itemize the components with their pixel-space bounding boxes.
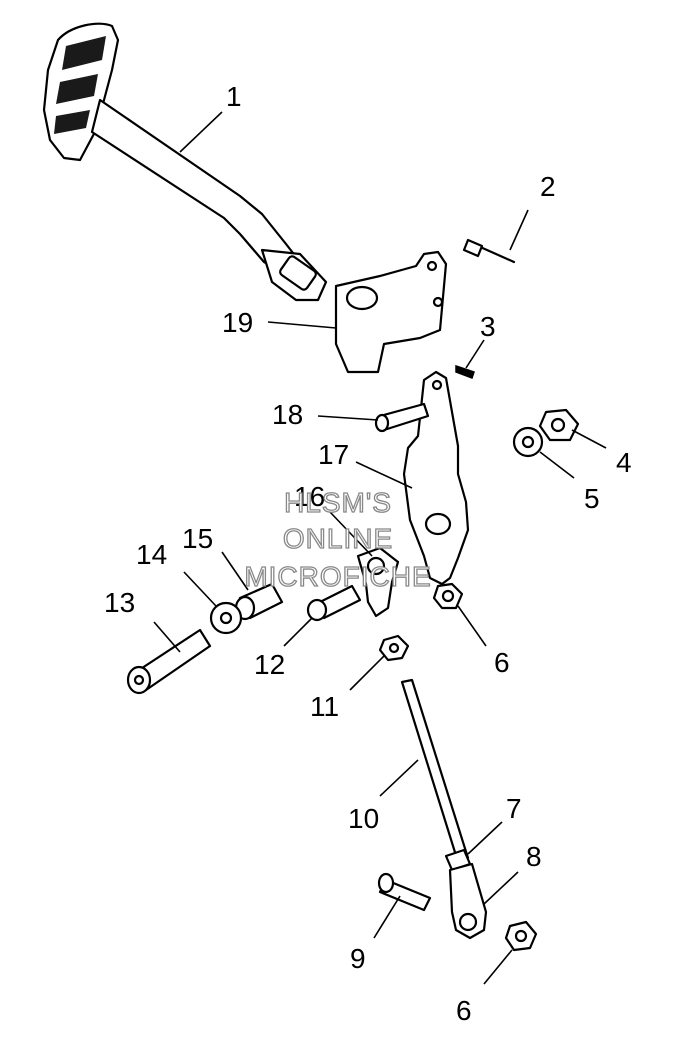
callout-9: 9 [350, 943, 366, 974]
callout-13: 13 [104, 587, 135, 618]
callout-15: 15 [182, 523, 213, 554]
leader-15 [221, 551, 249, 591]
callout-7: 7 [506, 793, 522, 824]
leader-1 [179, 111, 223, 153]
leader-lines [153, 111, 607, 985]
callout-4: 4 [616, 447, 632, 478]
leader-11 [349, 655, 385, 691]
leader-5 [539, 451, 575, 479]
lever-plate[interactable] [402, 370, 470, 586]
callout-8: 8 [526, 841, 542, 872]
watermark-line-3: MICROFICHE [244, 561, 431, 592]
bolt-12[interactable] [306, 584, 362, 622]
clevis-pin[interactable] [462, 238, 516, 264]
leader-9 [373, 895, 401, 939]
callout-5: 5 [584, 483, 600, 514]
watermark: HLSM'S ONLINE MICROFICHE [244, 486, 432, 592]
leader-19 [267, 321, 337, 329]
callout-6-upper: 6 [494, 647, 510, 678]
callout-18: 18 [272, 399, 303, 430]
washer-14[interactable] [209, 601, 243, 635]
leader-17 [355, 461, 413, 489]
callout-3: 3 [480, 311, 496, 342]
leader-7 [467, 821, 503, 855]
watermark-line-2: ONLINE [283, 523, 393, 554]
callout-14: 14 [136, 539, 167, 570]
hex-nut-11[interactable] [378, 634, 410, 662]
callout-12: 12 [254, 649, 285, 680]
callout-2: 2 [540, 171, 556, 202]
leader-8 [483, 871, 519, 905]
callout-6-lower: 6 [456, 995, 472, 1026]
leader-6a [457, 605, 487, 647]
leader-10 [379, 759, 419, 797]
hex-nut-4[interactable] [538, 408, 580, 442]
hex-nut-6-lower[interactable] [504, 920, 538, 952]
brake-pedal-arm[interactable] [42, 22, 328, 302]
leader-6b [483, 949, 513, 985]
bolt-9[interactable] [377, 872, 432, 912]
pedal-bracket[interactable] [334, 250, 448, 374]
callout-17: 17 [318, 439, 349, 470]
callout-10: 10 [348, 803, 379, 834]
callout-1: 1 [226, 81, 242, 112]
leader-12 [283, 617, 313, 647]
callout-11: 11 [310, 691, 339, 722]
linkage-arm[interactable] [356, 546, 400, 618]
cotter-pin[interactable] [455, 364, 475, 379]
washer-5[interactable] [512, 426, 544, 458]
leader-2 [509, 209, 529, 251]
leader-4 [571, 429, 607, 449]
leader-14 [183, 571, 217, 607]
leader-13 [153, 621, 181, 653]
bolt-13[interactable] [126, 628, 212, 695]
lever-pin[interactable] [374, 402, 430, 433]
callout-19: 19 [222, 307, 253, 338]
leader-16 [329, 511, 373, 557]
brake-rod[interactable] [400, 678, 470, 864]
callout-16: 16 [294, 481, 325, 512]
watermark-line-1: HLSM'S [284, 487, 392, 518]
leader-3 [465, 339, 485, 369]
callout-labels: 1 2 3 4 5 6 7 8 9 10 11 12 13 14 15 16 1… [104, 81, 632, 1026]
rod-end-8[interactable] [448, 862, 488, 940]
leader-18 [317, 415, 379, 421]
hex-nut-6-upper[interactable] [432, 582, 464, 610]
